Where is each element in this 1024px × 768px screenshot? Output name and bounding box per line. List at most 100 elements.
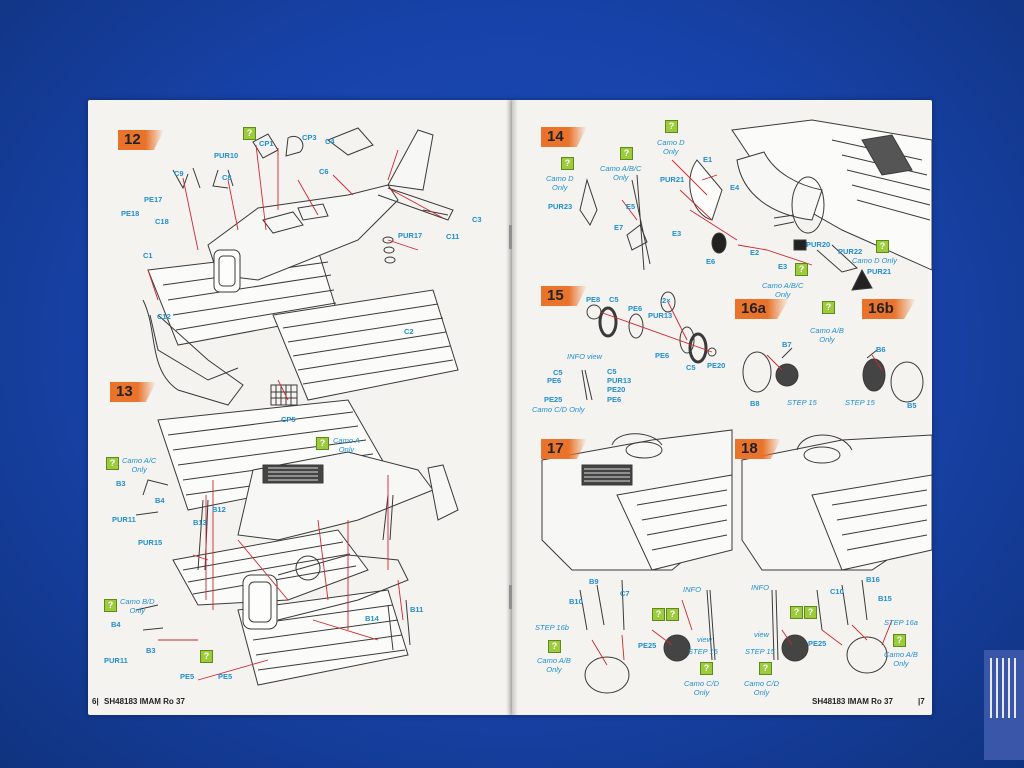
part-label: PE8 <box>586 295 601 304</box>
info-view-caption: INFO view <box>567 352 603 361</box>
part-label: PE5 <box>180 672 195 681</box>
part-label: E3 <box>778 262 788 271</box>
option-camo-icon: ? <box>243 127 256 140</box>
option-camo-icon: ? <box>822 301 835 314</box>
info-view-label: view <box>754 630 770 639</box>
camo-note: Camo D Only <box>852 256 898 265</box>
part-label: B5 <box>907 401 917 410</box>
part-label: PUR13 <box>607 376 632 385</box>
part-label: B9 <box>589 577 599 586</box>
part-label: CP1 <box>259 139 274 148</box>
part-label: 2× <box>662 296 671 305</box>
part-label: PUR20 <box>806 240 831 249</box>
part-label: B12 <box>212 505 226 514</box>
part-label: PE5 <box>218 672 233 681</box>
part-label: B10 <box>569 597 583 606</box>
option-camo-icon: ? <box>620 147 633 160</box>
option-camo-icon: ? <box>666 608 679 621</box>
part-label: PE6 <box>628 304 643 313</box>
part-label: B14 <box>365 614 379 623</box>
option-camo-icon: ? <box>876 240 889 253</box>
part-label: PE6 <box>547 376 562 385</box>
ruler-strip <box>984 650 1024 760</box>
part-label: C7 <box>620 589 630 598</box>
part-label: CP5 <box>281 415 296 424</box>
part-label: PUR13 <box>648 311 673 320</box>
step-reference: STEP 16b <box>535 623 569 632</box>
step-number-15: 15 <box>541 286 587 306</box>
part-label: B4 <box>155 496 165 505</box>
part-label: C11 <box>446 232 460 241</box>
part-label: C18 <box>155 217 169 226</box>
part-label: C12 <box>157 312 171 321</box>
part-label: CP3 <box>302 133 317 142</box>
part-label: B6 <box>876 345 886 354</box>
part-label: C9 <box>174 169 184 178</box>
option-camo-icon: ? <box>893 634 906 647</box>
step-number-12: 12 <box>118 130 164 150</box>
step-number-16a: 16a <box>735 299 789 319</box>
part-label: C1 <box>143 251 153 260</box>
part-label: B3 <box>146 646 156 655</box>
step-number-16b: 16b <box>862 299 916 319</box>
staple-top <box>509 225 512 249</box>
part-label: B13 <box>193 518 207 527</box>
part-label: B7 <box>782 340 792 349</box>
option-camo-icon: ? <box>790 606 803 619</box>
part-label: B3 <box>116 479 126 488</box>
option-camo-icon: ? <box>804 606 817 619</box>
option-camo-icon: ? <box>561 157 574 170</box>
step-14-18-line-art <box>541 119 932 694</box>
step-reference: STEP 16a <box>884 618 918 627</box>
part-label: C10 <box>830 587 844 596</box>
part-label: C5 <box>686 363 696 372</box>
part-label: PUR22 <box>838 247 863 256</box>
staple-bottom <box>509 585 512 609</box>
part-label: PE6 <box>607 395 622 404</box>
info-view-label: view <box>697 635 713 644</box>
part-label: B15 <box>878 594 892 603</box>
step-reference: STEP 15 <box>845 398 875 407</box>
part-label: PE17 <box>144 195 163 204</box>
part-label: E3 <box>672 229 682 238</box>
part-label: E4 <box>730 183 740 192</box>
step-reference: STEP 15 <box>745 647 775 656</box>
part-label: C3 <box>472 215 482 224</box>
booklet-spine <box>506 100 518 715</box>
part-label: E7 <box>614 223 624 232</box>
step-reference: STEP 15 <box>688 647 718 656</box>
part-label: E6 <box>706 257 716 266</box>
part-label: C2 <box>404 327 414 336</box>
option-camo-icon: ? <box>316 437 329 450</box>
part-label: PE25 <box>808 639 827 648</box>
part-label: C5 <box>609 295 619 304</box>
part-label: PE25 <box>638 641 657 650</box>
part-label: PE20 <box>707 361 726 370</box>
option-camo-icon: ? <box>548 640 561 653</box>
option-camo-icon: ? <box>759 662 772 675</box>
part-label: PUR17 <box>398 231 423 240</box>
part-label: PE20 <box>607 385 626 394</box>
part-label: PUR10 <box>214 151 239 160</box>
part-label: B11 <box>410 605 424 614</box>
part-label: PUR23 <box>548 202 573 211</box>
part-label: C4 <box>325 137 335 146</box>
part-label: PUR21 <box>867 267 892 276</box>
part-label: E5 <box>626 202 636 211</box>
part-label: E1 <box>703 155 713 164</box>
step-number-17: 17 <box>541 439 587 459</box>
option-camo-icon: ? <box>200 650 213 663</box>
part-label: B8 <box>750 399 760 408</box>
info-label: INFO <box>683 585 701 594</box>
part-label: PUR11 <box>112 515 136 524</box>
option-camo-icon: ? <box>795 263 808 276</box>
option-camo-icon: ? <box>106 457 119 470</box>
step-number-13: 13 <box>110 382 156 402</box>
